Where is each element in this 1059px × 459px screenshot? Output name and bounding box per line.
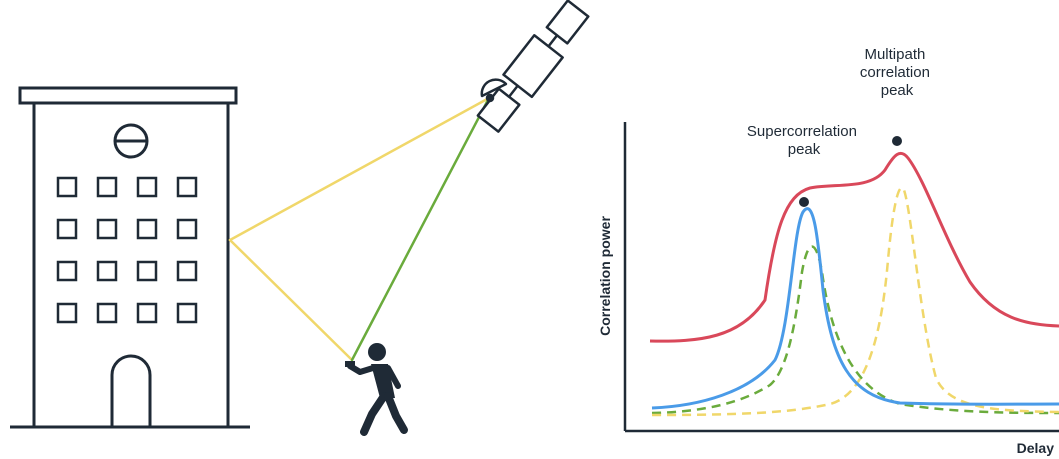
correlation-chart: Supercorrelation peak Multipath correlat… <box>597 46 1059 456</box>
reflected-path-building-to-user <box>228 238 354 362</box>
supercorrelation-peak-marker <box>799 197 809 207</box>
direct-path-sat-to-user <box>350 96 491 362</box>
multipath-label-line-2: correlation <box>860 64 930 81</box>
multipath-curve <box>649 151 1059 343</box>
y-axis-label: Correlation power <box>597 216 613 336</box>
supercorrelation-curve <box>651 207 1059 410</box>
satellite-icon <box>476 0 590 133</box>
multipath-label-line-3: peak <box>881 82 914 99</box>
signal-paths <box>228 96 491 362</box>
x-axis-label: Delay <box>1017 440 1055 456</box>
supercorrelation-label-line-1: Supercorrelation <box>747 123 857 140</box>
multipath-peak-label: Multipath correlation peak <box>860 46 934 99</box>
building-door <box>110 354 152 427</box>
reflected-dashed-curve <box>651 186 1059 417</box>
multipath-label-line-1: Multipath <box>864 46 925 63</box>
direct-dashed-curve <box>651 245 1059 415</box>
reflected-path-sat-to-building <box>228 96 491 242</box>
multipath-peak-marker <box>892 136 902 146</box>
supercorrelation-label-line-2: peak <box>788 141 821 158</box>
building-icon <box>10 86 250 429</box>
supercorrelation-peak-label: Supercorrelation peak <box>747 123 861 158</box>
pedestrian-icon <box>345 343 408 436</box>
building-windows <box>56 176 198 324</box>
